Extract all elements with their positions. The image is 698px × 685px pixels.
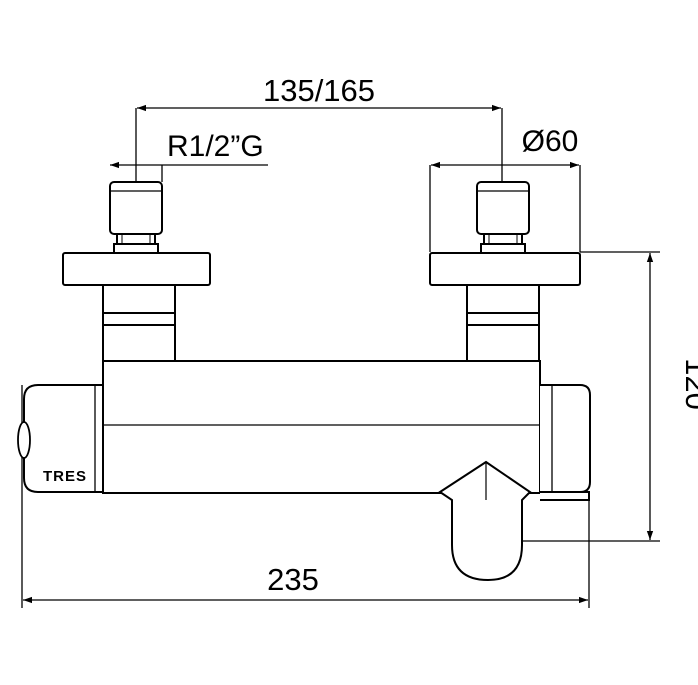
dimension-length-label: 235 <box>267 562 319 597</box>
dimension-thread: R1/2”G <box>110 130 268 182</box>
dimension-thread-label: R1/2”G <box>167 130 264 163</box>
dimension-escutcheon-diameter: Ø60 <box>429 125 581 252</box>
dimension-center-distance-label: 135/165 <box>263 73 375 108</box>
brand-logo: TRES <box>43 468 87 485</box>
dimension-escutcheon-label: Ø60 <box>522 125 579 158</box>
left-inlet-connector <box>62 181 211 362</box>
bottom-outlet-spout <box>438 460 590 582</box>
dimension-height-label: 120 <box>679 358 698 410</box>
mixer-body <box>102 360 541 494</box>
right-end-cap <box>540 384 591 493</box>
dimension-center-distance: 135/165 <box>135 73 503 182</box>
dimension-height: 120 <box>488 251 698 542</box>
dimension-length: 235 <box>21 385 590 608</box>
thermostatic-handle <box>17 384 104 493</box>
right-inlet-connector <box>429 181 581 362</box>
